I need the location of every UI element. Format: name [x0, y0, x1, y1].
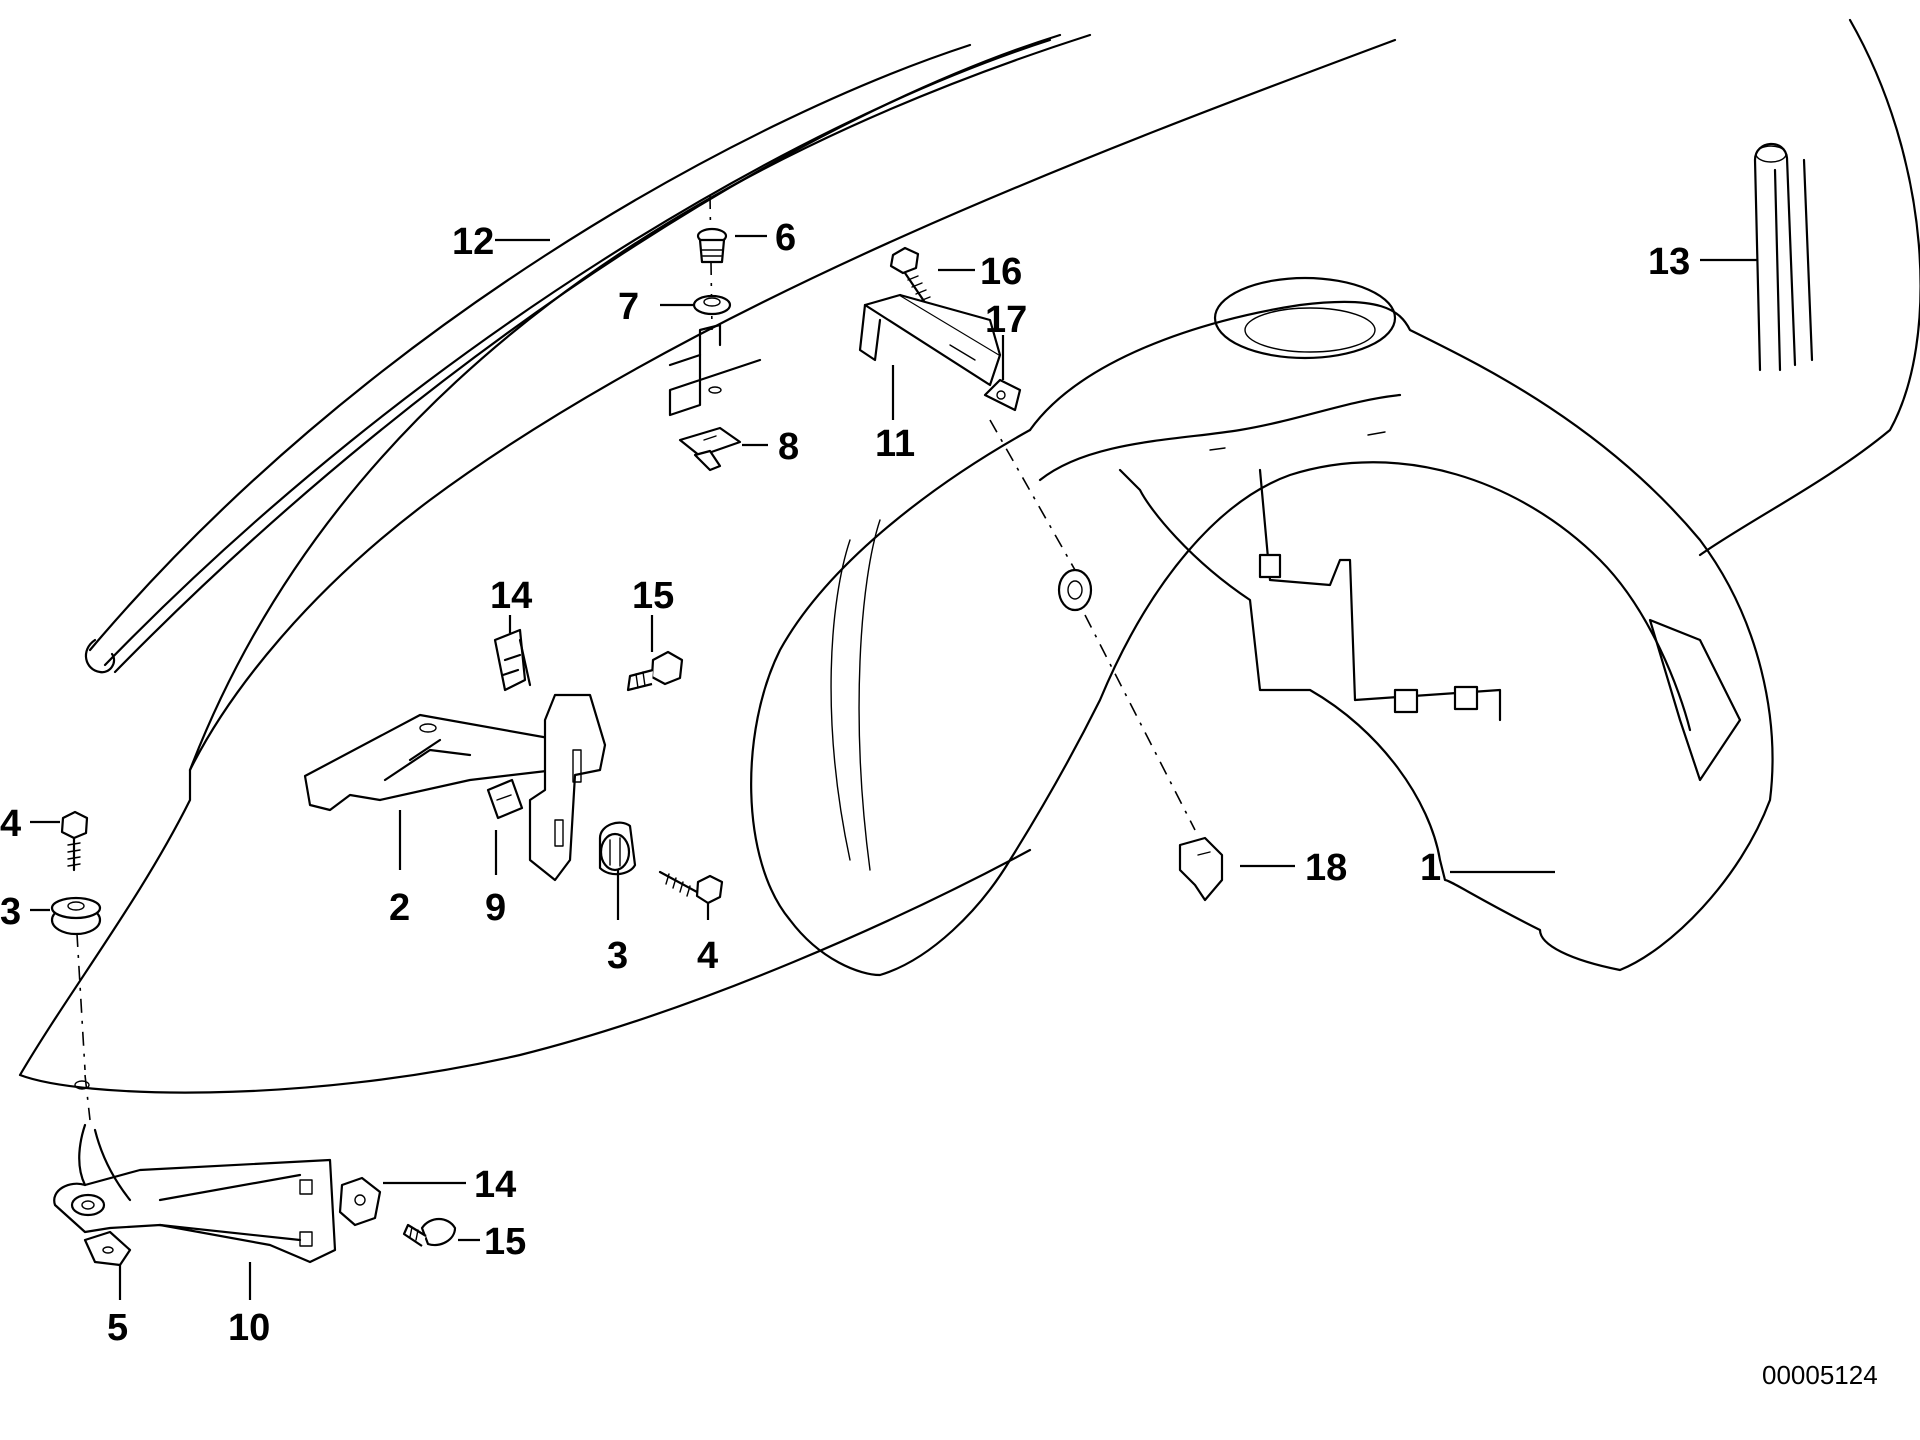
- callout-7: 7: [618, 286, 639, 328]
- callout-15-upper: 15: [632, 575, 674, 617]
- clip-14-lower: [338, 1176, 382, 1227]
- clip-nut-8: [678, 426, 742, 472]
- washer-7: [692, 294, 732, 316]
- callout-1: 1: [1420, 847, 1441, 889]
- callout-11: 11: [875, 423, 915, 465]
- seal-strip-13: [1753, 142, 1814, 372]
- bushing-3-center: [598, 821, 637, 876]
- bracket-mount: [668, 323, 762, 417]
- callout-6: 6: [775, 217, 796, 259]
- callout-16: 16: [980, 251, 1022, 293]
- callout-14-lower: 14: [474, 1164, 516, 1206]
- clip-9: [486, 778, 524, 820]
- wheel-arch-liner: [750, 276, 1774, 977]
- callout-18: 18: [1305, 847, 1347, 889]
- bolt-15-upper: [626, 650, 684, 692]
- clip-5: [83, 1230, 132, 1267]
- callout-10: 10: [228, 1307, 270, 1349]
- callout-3-center: 3: [607, 935, 628, 977]
- fender-panel: [18, 18, 1920, 1094]
- clip-18: [1178, 836, 1224, 902]
- clip-17: [983, 378, 1022, 412]
- grommet: [1057, 568, 1093, 612]
- hole-marker: [74, 1080, 90, 1090]
- bolt-15-lower: [402, 1217, 457, 1247]
- seal-strip-12: [84, 33, 1062, 674]
- clip-14-upper: [493, 628, 532, 692]
- callout-12: 12: [452, 221, 494, 263]
- callout-14-upper: 14: [490, 575, 532, 617]
- callout-4-center: 4: [697, 935, 718, 977]
- callout-leaders: [30, 234, 1758, 1300]
- callout-4-left: 4: [0, 803, 21, 845]
- callout-5: 5: [107, 1307, 128, 1349]
- screw-4-left: [60, 810, 89, 872]
- callout-15-lower: 15: [484, 1221, 526, 1263]
- callout-9: 9: [485, 887, 506, 929]
- callout-3-left: 3: [0, 891, 21, 933]
- bracket-plate: [528, 693, 607, 882]
- screw-4-center: [658, 870, 724, 905]
- bushing-3-left: [50, 896, 102, 936]
- bracket-10: [53, 1123, 337, 1264]
- callout-13: 13: [1648, 241, 1690, 283]
- clip-11: [858, 293, 1002, 387]
- callout-17: 17: [985, 299, 1027, 341]
- screw-6: [696, 227, 728, 264]
- callout-8: 8: [778, 426, 799, 468]
- document-number: 00005124: [1762, 1360, 1878, 1390]
- callout-2: 2: [389, 887, 410, 929]
- callout-labels: 12 6 7 8 16 17 11 13 14 15 2 9 3 4 18 1 …: [0, 217, 1690, 1349]
